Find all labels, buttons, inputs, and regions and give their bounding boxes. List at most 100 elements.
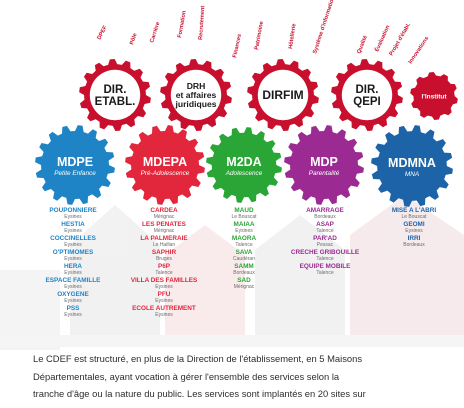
service-name: HESTIA: [61, 220, 85, 228]
service-location: Eysines: [155, 297, 173, 304]
paragraph-line-2: Départementales, ayant vocation à gérer …: [33, 370, 340, 382]
service-name: O'PTIMOMES: [52, 248, 94, 256]
service-name: CRECHE GRIBOUILLE: [290, 248, 360, 256]
gear-hub: [170, 69, 222, 121]
maison-title: MDEPA: [143, 155, 187, 169]
top-gear: DIR.ETABL. DPEF Pôle Carrière: [79, 21, 162, 131]
function-label: Patrimoine: [254, 21, 265, 51]
service-name: ECOLE AUTREMENT: [132, 304, 196, 312]
service-location: Eysines: [64, 241, 82, 248]
maison-subtitle: Parentalité: [309, 170, 340, 177]
service-location: Mérignac: [153, 227, 175, 234]
service-location: Eysines: [64, 269, 82, 276]
service-name: LA PALMERAIE: [140, 234, 188, 242]
service-name: SAPHIR: [151, 248, 177, 256]
paragraph-line-3: tranche d'âge ou la nature du public. Le…: [33, 388, 366, 399]
service-name: P6P: [157, 262, 171, 270]
function-label: Finances: [232, 33, 243, 58]
service-location: Eysines: [155, 283, 173, 290]
service-location: Bruges: [156, 255, 172, 262]
service-name: COCCINELLES: [50, 234, 96, 242]
service-name: LES PENATES: [142, 220, 186, 228]
service-location: Talence: [316, 227, 334, 234]
service-name: VILLA DES FAMILLES: [130, 276, 198, 284]
service-name: AMARRAGE: [306, 207, 344, 214]
service-name: PSS: [66, 304, 80, 312]
maison-title: MDMNA: [388, 156, 436, 170]
service-location: Mérignac: [153, 213, 175, 220]
function-label: Système d'information: [312, 0, 336, 55]
service-location: Eysines: [64, 283, 82, 290]
paragraph-line-1: Le CDEF est structuré, en plus de la Dir…: [33, 353, 363, 364]
function-label: Évaluation: [373, 23, 392, 53]
maison-title: MDPE: [57, 155, 93, 169]
top-gear-label: DIR.ETABL.: [95, 84, 136, 108]
service-location: Eysines: [64, 297, 82, 304]
service-location: Eysines: [64, 311, 82, 318]
service-name: MAIAA: [233, 220, 255, 228]
service-name: SAMM: [234, 262, 254, 270]
service-name: MAUD: [234, 207, 254, 214]
service-name: OXYGENE: [57, 290, 89, 298]
top-gear-label: DIR.QEPI: [353, 84, 380, 108]
service-location: Talence: [235, 241, 253, 248]
service-name: PAR'AD: [313, 234, 337, 242]
gear-hub: [89, 69, 141, 121]
service-location: Bordeaux: [314, 213, 336, 220]
function-label: Recrutement: [198, 5, 206, 40]
function-label: Pôle: [129, 33, 138, 46]
service-name: SAVA: [235, 248, 253, 256]
top-gear-label: l'Institut: [421, 93, 447, 100]
service-location: Talence: [155, 269, 173, 276]
service-name: HERA: [63, 262, 83, 270]
maison-title: M2DA: [226, 155, 261, 169]
service-name: SAD: [237, 276, 251, 284]
service-location: Le Bouscat: [231, 213, 257, 220]
function-label: Formation: [177, 10, 188, 39]
maison-subtitle: Petite Enfance: [54, 170, 96, 177]
service-location: Le Haillan: [152, 241, 176, 248]
gear-icon: [125, 125, 205, 205]
service-location: Talence: [316, 255, 334, 262]
function-label: Projet d'établ.: [389, 22, 413, 57]
maison-subtitle: MNA: [405, 171, 419, 178]
service-name: POUPONNIERE: [49, 207, 97, 214]
service-location: Mérignac: [233, 283, 255, 290]
maison-subtitle: Adolescence: [225, 170, 263, 177]
function-label: DPEF: [96, 24, 109, 41]
service-name: ASAP: [316, 220, 334, 228]
service-name: IRRI: [407, 234, 421, 242]
intro-paragraph: Le CDEF est structuré, en plus de la Dir…: [33, 350, 463, 403]
service-location: Bordeaux: [233, 269, 255, 276]
top-gear-label: DIRFIM: [262, 88, 303, 102]
service-name: EQUIPE MOBILE: [299, 262, 351, 270]
top-gear: l'Institut: [410, 72, 458, 120]
function-label: Carrière: [149, 21, 161, 43]
gear-hub: [341, 69, 393, 121]
service-location: Eysines: [64, 227, 82, 234]
service-name: GEOMI: [403, 220, 425, 228]
service-name: CARDEA: [150, 207, 178, 214]
function-label: Innovations: [408, 36, 431, 65]
service-name: MAORA: [231, 234, 257, 242]
gear-icon: [371, 125, 453, 207]
gear-icon: [206, 127, 282, 203]
service-name: MISE A L'ABRI: [391, 207, 437, 214]
service-location: Caudéran: [233, 255, 255, 262]
